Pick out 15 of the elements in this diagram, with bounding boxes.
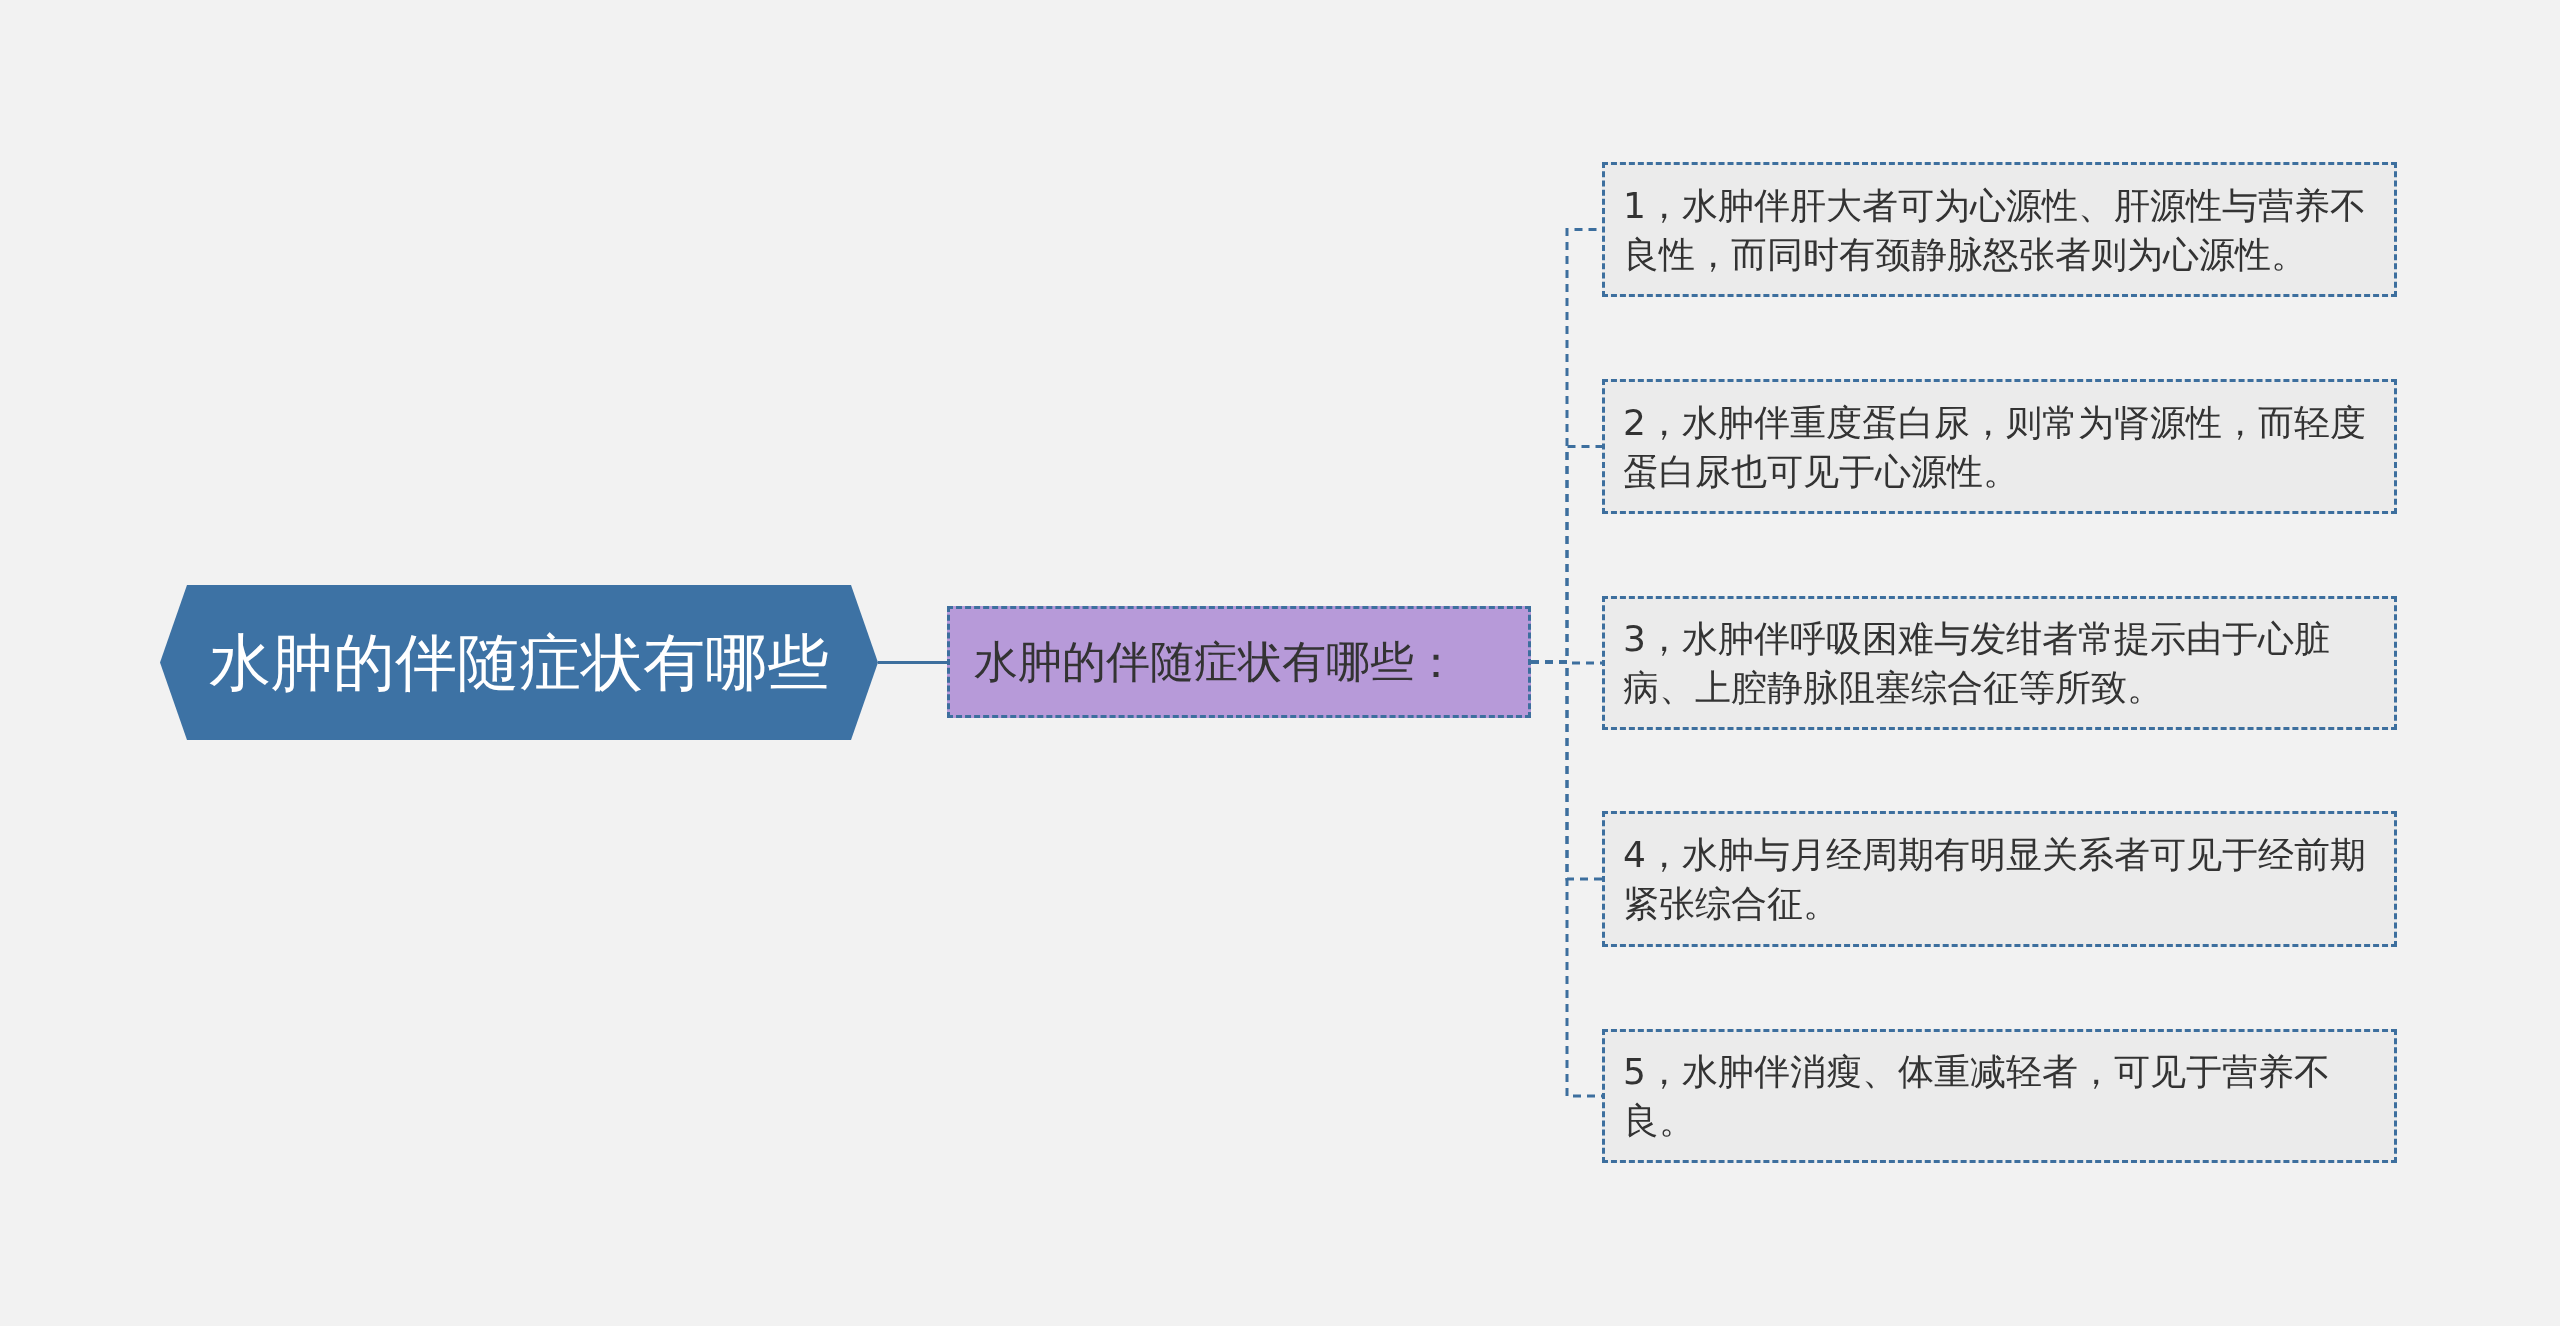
- node-text: 水肿的伴随症状有哪些：: [974, 634, 1458, 689]
- topic-hexagon: [160, 585, 878, 740]
- node-text: 3，水肿伴呼吸困难与发绀者常提示由于心脏病、上腔静脉阻塞综合征等所致。: [1623, 617, 2331, 710]
- detail-box: [1602, 596, 2397, 730]
- detail-box: [1602, 1029, 2397, 1163]
- detail-box: [1602, 162, 2397, 297]
- connector-line: [878, 661, 947, 664]
- node-text: 水肿的伴随症状有哪些: [209, 624, 829, 701]
- subtopic-box: [947, 606, 1531, 718]
- detail-box: [1602, 379, 2397, 514]
- node-text: 2，水肿伴重度蛋白尿，则常为肾源性，而轻度蛋白尿也可见于心源性。: [1623, 400, 2367, 494]
- node-text: 1，水肿伴肝大者可为心源性、肝源性与营养不良性，而同时有颈静脉怒张者则为心源性。: [1623, 183, 2367, 277]
- detail-box: [1602, 811, 2397, 947]
- node-text: 5，水肿伴消瘦、体重减轻者，可见于营养不良。: [1623, 1050, 2331, 1143]
- node-text: 4，水肿与月经周期有明显关系者可见于经前期紧张综合征。: [1623, 833, 2367, 926]
